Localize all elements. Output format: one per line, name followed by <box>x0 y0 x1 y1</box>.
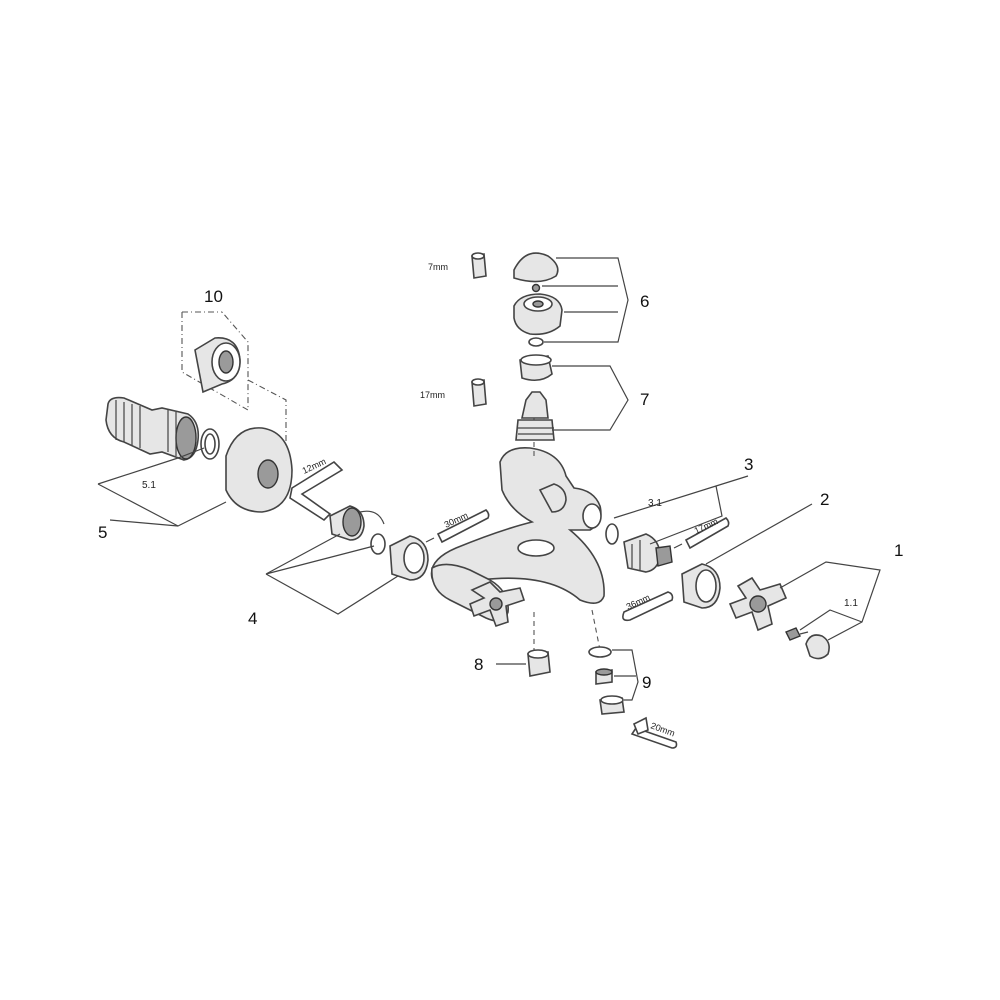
tool-36mm <box>622 591 674 622</box>
part-9-aerator-set <box>588 646 625 715</box>
callout-4: 4 <box>248 609 257 628</box>
part-2-leader <box>705 503 813 565</box>
wrench-7mm-tool <box>471 252 487 279</box>
part-3-leaders <box>613 475 749 545</box>
wrench-7mm-label: 7mm <box>428 262 448 272</box>
part-1-cross-handle <box>728 576 830 660</box>
callout-7: 7 <box>640 390 649 409</box>
part-7-leaders <box>552 365 629 431</box>
callout-1-1: 1.1 <box>844 598 858 609</box>
part-5-eccentric-connector <box>105 396 293 513</box>
callout-5: 5 <box>98 523 107 542</box>
wrench-17mm-top-label: 17mm <box>420 390 445 400</box>
callout-5-1: 5.1 <box>142 480 156 491</box>
part-1-leaders <box>779 561 881 641</box>
tool-20mm <box>630 716 678 749</box>
hex-key-12mm-tool <box>289 460 344 522</box>
callout-2: 2 <box>820 490 829 509</box>
callout-3: 3 <box>744 455 753 474</box>
callout-10: 10 <box>204 287 223 306</box>
callout-8: 8 <box>474 655 483 674</box>
part-2-sleeve <box>681 563 721 609</box>
part-6-leaders <box>542 257 629 343</box>
axis-aerator <box>591 609 601 651</box>
callout-9: 9 <box>642 673 651 692</box>
part-6-knob-assembly <box>513 252 563 347</box>
part-4-leaders <box>265 533 399 615</box>
part-10-fitting <box>181 311 287 470</box>
part-4-fitting-and-nut <box>329 505 429 581</box>
left-cross-handle <box>469 581 526 628</box>
part-5-leaders <box>97 447 227 527</box>
mixer-body <box>430 446 605 622</box>
part-7-diverter <box>515 354 555 441</box>
tool-30mm <box>425 509 490 544</box>
part-8-insert <box>527 649 551 677</box>
callout-6: 6 <box>640 292 649 311</box>
callout-3-1: 3.1 <box>648 498 662 509</box>
part-9-leaders <box>612 649 639 701</box>
callout-1: 1 <box>894 541 903 560</box>
part-3-cartridge <box>605 523 673 573</box>
tool-17mm-right <box>673 517 730 550</box>
wrench-17mm-top-tool <box>471 378 487 407</box>
